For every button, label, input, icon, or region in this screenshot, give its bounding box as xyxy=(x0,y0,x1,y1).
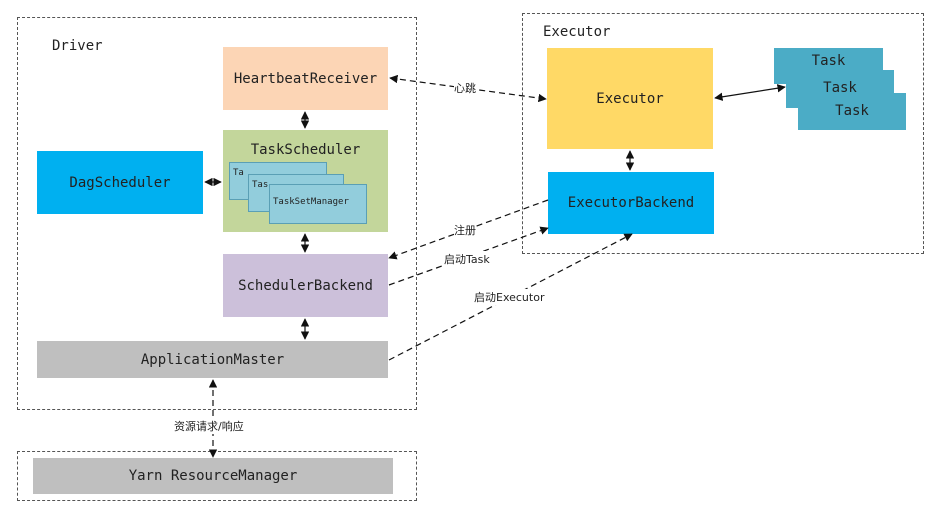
heartbeat-edge-label: 心跳 xyxy=(454,80,476,96)
task-label-3: Task xyxy=(835,103,869,119)
register-edge-label: 注册 xyxy=(454,222,476,238)
executor-backend-label: ExecutorBackend xyxy=(567,195,695,211)
executor-frame xyxy=(522,13,924,254)
task-scheduler-label: TaskScheduler xyxy=(250,142,361,158)
executor-title: Executor xyxy=(543,24,611,40)
application-master-node: ApplicationMaster xyxy=(37,341,388,378)
heartbeat-receiver-label: HeartbeatReceiver xyxy=(233,70,378,87)
executor-node: Executor xyxy=(547,48,713,149)
executor-backend-node: ExecutorBackend xyxy=(548,172,714,234)
dag-scheduler-label: DagScheduler xyxy=(69,174,171,191)
scheduler-backend-label: SchedulerBackend xyxy=(238,277,373,294)
driver-title: Driver xyxy=(52,38,103,54)
yarn-resource-manager-node: Yarn ResourceManager xyxy=(33,458,393,494)
task-label-2: Task xyxy=(823,80,857,96)
launch-task-edge-label: 启动Task xyxy=(444,251,490,267)
task-label-1: Task xyxy=(811,53,846,69)
task-set-manager-label-2: Tas xyxy=(252,180,269,190)
launch-executor-edge-label: 启动Executor xyxy=(474,289,545,305)
application-master-label: ApplicationMaster xyxy=(140,351,285,368)
yarn-resource-manager-label: Yarn ResourceManager xyxy=(128,468,298,484)
task-set-manager-label-3: TaskSetManager xyxy=(273,197,349,207)
heartbeat-receiver-node: HeartbeatReceiver xyxy=(223,47,388,110)
dag-scheduler-node: DagScheduler xyxy=(37,151,203,214)
executor-label: Executor xyxy=(596,90,664,107)
resource-request-edge-label: 资源请求/响应 xyxy=(174,418,244,434)
task-set-manager-node-3: TaskSetManager xyxy=(269,184,367,224)
task-node-3: Task xyxy=(798,93,906,130)
scheduler-backend-node: SchedulerBackend xyxy=(223,254,388,317)
task-set-manager-label-1: Ta xyxy=(233,168,244,178)
